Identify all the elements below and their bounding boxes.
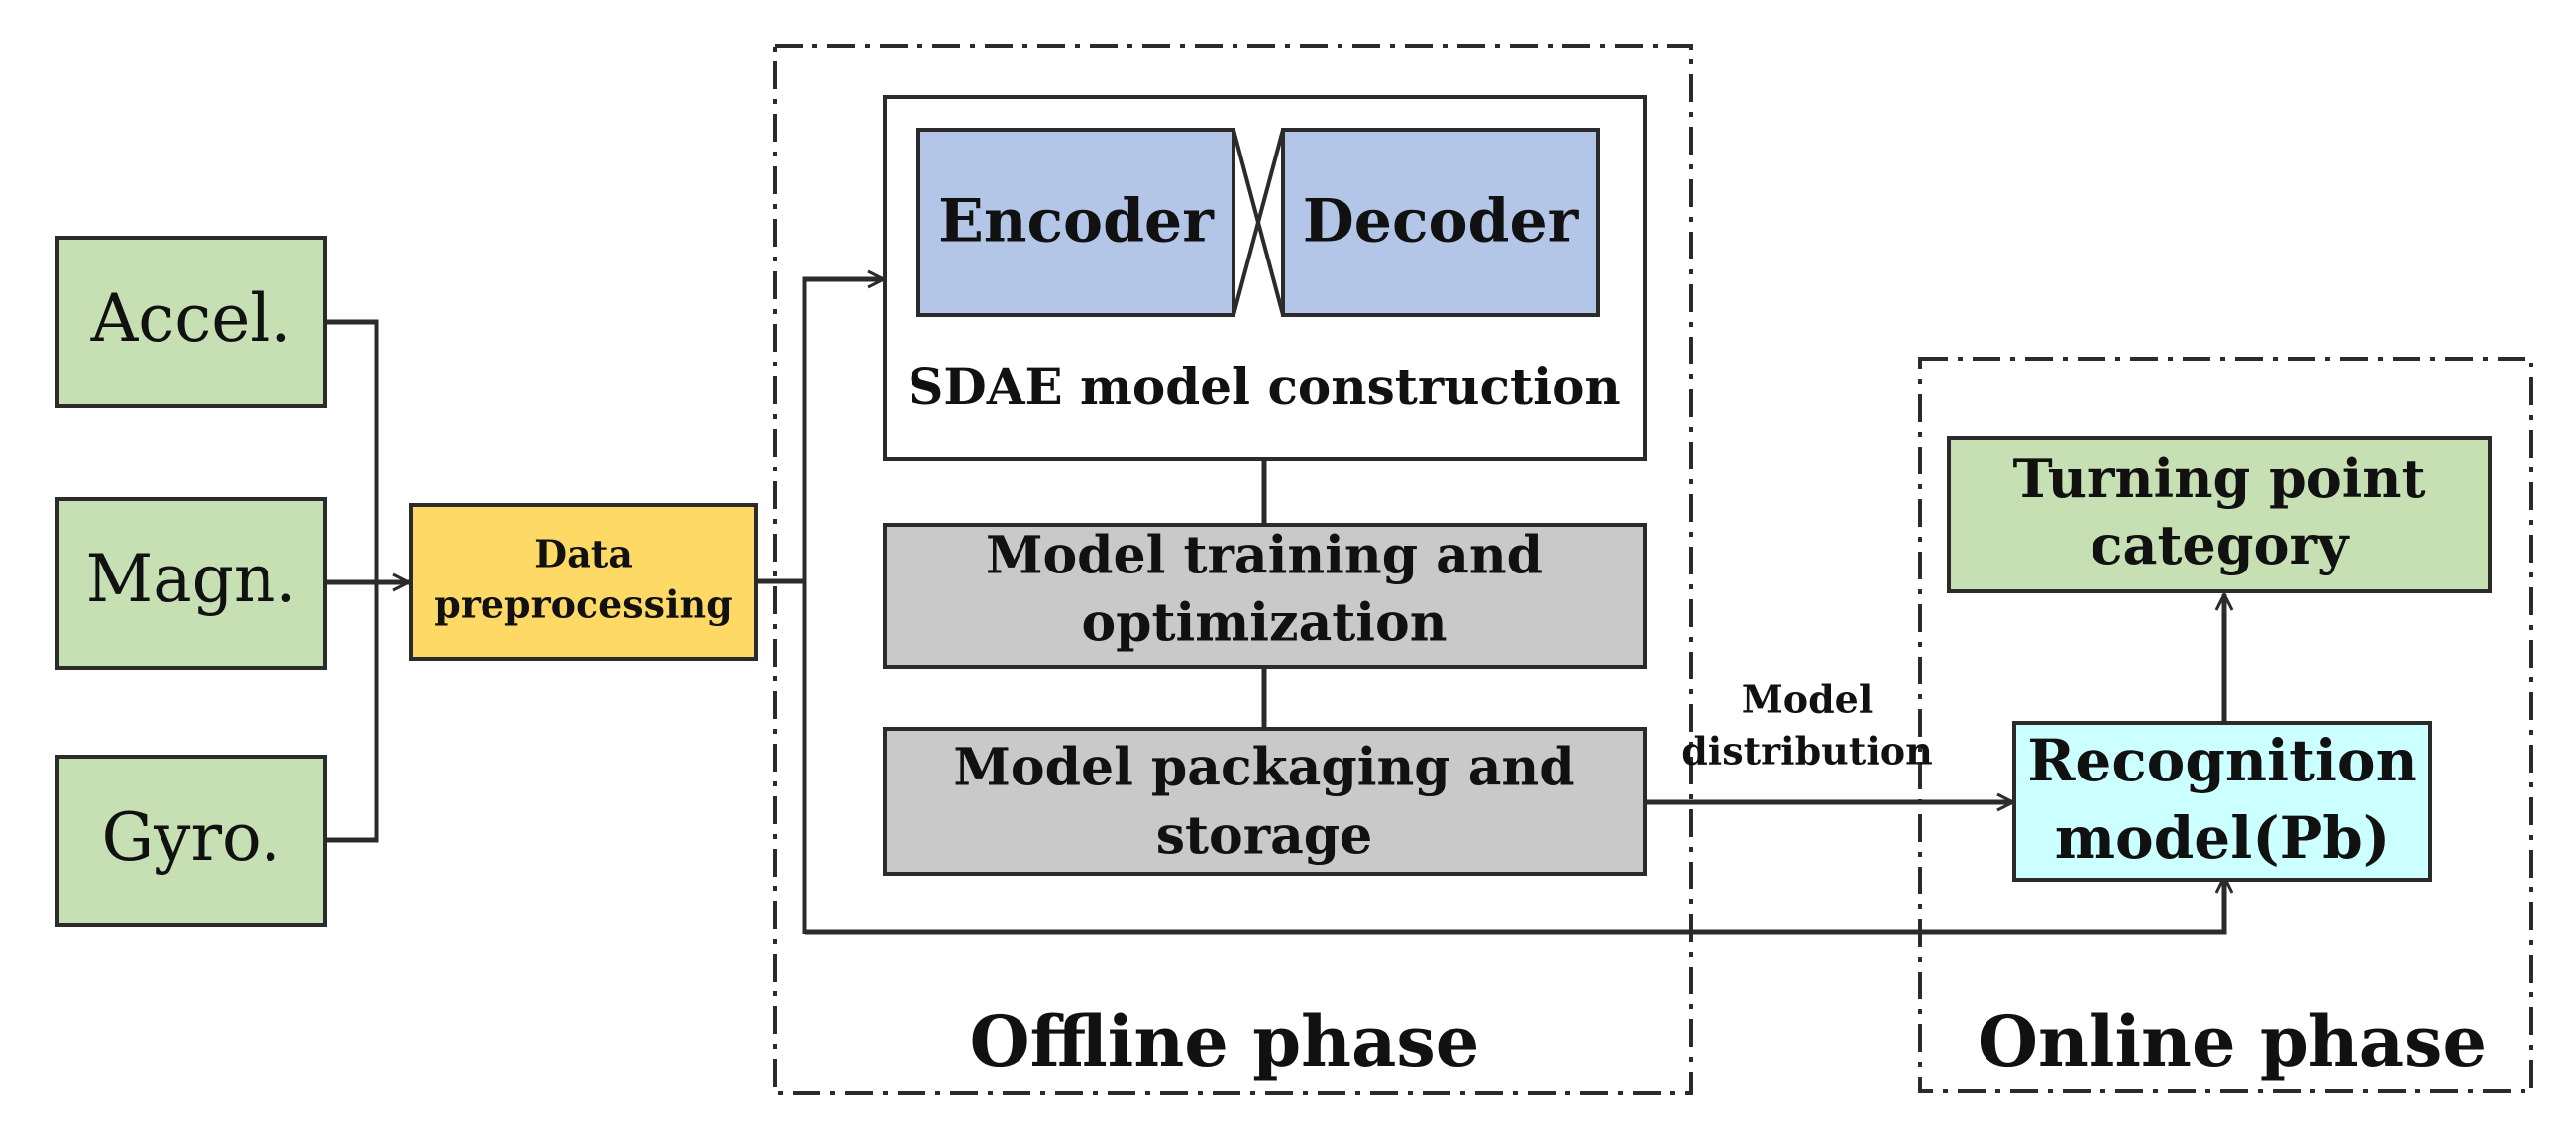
turning-point-category-label-line1: Turning point — [2012, 447, 2425, 510]
turning-point-category-label-line2: category — [2091, 513, 2350, 576]
sensor-magn-node: Magn. — [55, 497, 327, 670]
data-preprocessing-node: Data preprocessing — [409, 503, 758, 661]
model-packaging-label-line2: storage — [1156, 806, 1373, 867]
online-phase-container — [1918, 357, 2533, 1093]
online-phase-label: Online phase — [1978, 1000, 2487, 1083]
model-training-label-line2: optimization — [1081, 593, 1447, 654]
turning-point-category-node: Turning point category — [1947, 436, 2492, 593]
sdae-model-construction-node: Encoder Decoder SDAE model construction — [883, 95, 1647, 461]
sensor-magn-label: Magn. — [86, 541, 297, 617]
encoder-decoder-cross-b — [1232, 129, 1285, 316]
sensor-accel-label: Accel. — [90, 280, 292, 357]
decoder-box — [1281, 128, 1600, 317]
preprocessing-to-sdae-arrow — [802, 279, 884, 934]
sdae-model-construction-label: SDAE model construction — [908, 358, 1621, 416]
model-distribution-label-line1: Model — [1742, 677, 1874, 722]
encoder-box — [916, 128, 1235, 317]
recognition-model-node: Recognition model(Pb) — [2012, 721, 2432, 882]
sensor-gyro-label: Gyro. — [101, 799, 280, 876]
offline-phase-container — [773, 44, 1693, 1095]
data-preprocessing-label-line2: preprocessing — [434, 582, 732, 627]
recognition-model-label-line2: model(Pb) — [2055, 804, 2391, 872]
sensor-gyro-node: Gyro. — [55, 755, 327, 927]
recognition-model-label-line1: Recognition — [2027, 727, 2417, 794]
decoder-label: Decoder — [1303, 187, 1580, 257]
encoder-label: Encoder — [938, 187, 1215, 257]
offline-phase-label: Offline phase — [970, 1000, 1480, 1083]
preprocessing-to-recognition-arrow — [805, 878, 2224, 935]
model-training-node: Model training and optimization — [883, 523, 1647, 669]
sensor-accel-node: Accel. — [55, 236, 327, 408]
model-training-label-line1: Model training and — [986, 526, 1543, 586]
model-distribution-label-line2: distribution — [1681, 729, 1933, 774]
model-packaging-label-line1: Model packaging and — [953, 738, 1574, 798]
data-preprocessing-label-line1: Data — [534, 532, 633, 576]
model-packaging-node: Model packaging and storage — [883, 727, 1647, 876]
